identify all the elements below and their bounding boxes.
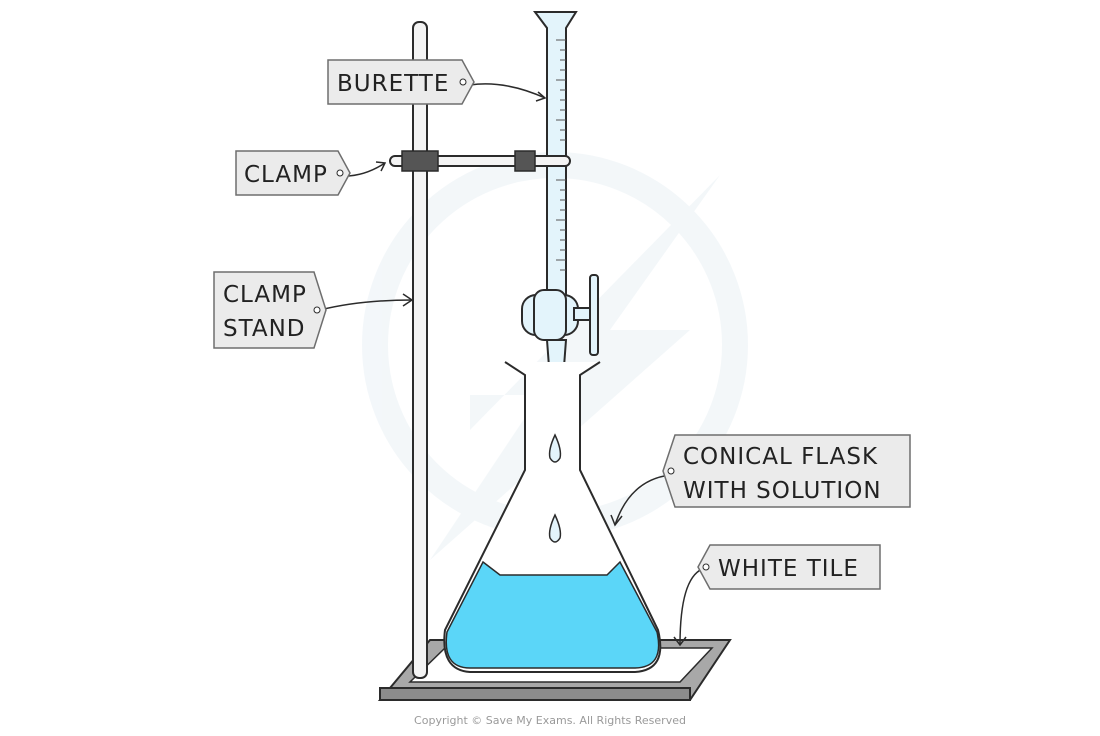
burette-graduations <box>556 39 566 271</box>
conical-flask-arrow <box>614 474 671 526</box>
label-conical-flask: CONICAL FLASK WITH SOLUTION <box>662 434 911 508</box>
clamp-stand-label-line2: STAND <box>223 316 306 342</box>
label-clamp-stand: CLAMP STAND <box>213 271 327 349</box>
white-tile-arrow <box>679 567 706 646</box>
label-white-tile: WHITE TILE <box>697 544 881 590</box>
label-arrows <box>319 83 706 647</box>
label-clamp: CLAMP <box>235 150 351 196</box>
conical-flask-label-line1: CONICAL FLASK <box>683 444 878 470</box>
flask-solution <box>445 560 660 669</box>
label-burette: BURETTE <box>327 59 475 105</box>
burette-arrow <box>469 83 546 99</box>
conical-flask <box>443 361 662 673</box>
conical-flask-label-line2: WITH SOLUTION <box>683 478 882 504</box>
clamp-stand-arrow <box>319 299 413 311</box>
titrant-drops <box>548 433 562 543</box>
stopcock <box>521 274 599 356</box>
clamp-stand-label-line1: CLAMP <box>223 282 307 308</box>
clamp-arrow <box>344 162 386 177</box>
clamp-arm <box>389 150 571 172</box>
clamp-stand-rod <box>412 21 428 679</box>
clamp-label: CLAMP <box>244 162 328 188</box>
burette-label: BURETTE <box>337 71 449 97</box>
copyright-notice: Copyright © Save My Exams. All Rights Re… <box>414 714 686 727</box>
white-tile-label: WHITE TILE <box>718 556 859 582</box>
